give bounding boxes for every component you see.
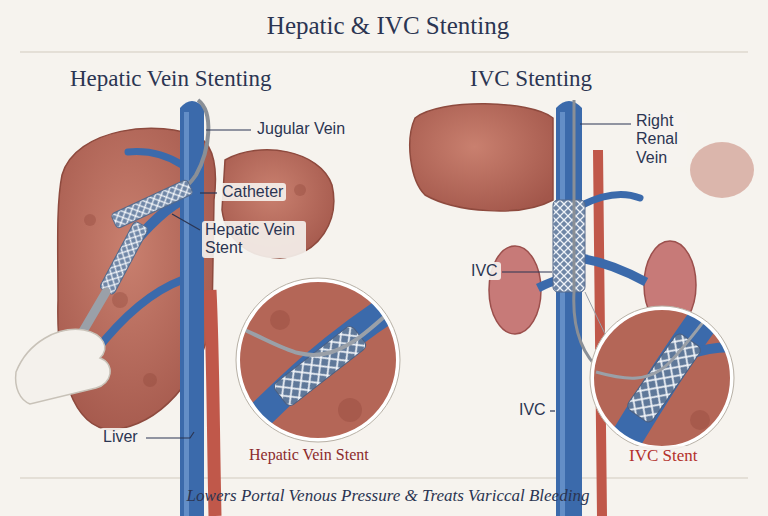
panel-heading: IVC Stenting	[470, 66, 592, 92]
organ	[690, 142, 754, 198]
stent	[99, 221, 149, 296]
title-rule	[20, 52, 748, 53]
leader-line	[580, 123, 631, 124]
liver	[410, 104, 553, 211]
inset-catheter	[596, 300, 720, 378]
ivc-vessel	[556, 101, 582, 516]
part-label-slot: Right Renal Vein	[633, 112, 687, 167]
hepatic-inset	[235, 278, 405, 442]
part-label: IVC	[516, 401, 549, 419]
zoom-line	[585, 292, 606, 336]
leader-lines	[146, 124, 631, 438]
aorta	[210, 290, 215, 516]
texture-dot	[338, 398, 362, 422]
inset-border	[592, 308, 732, 448]
hepatic-vein	[128, 152, 182, 165]
inset-label-slot: Hepatic Vein Stent	[246, 446, 372, 464]
part-label-slot: Catheter	[219, 183, 286, 201]
texture-dot	[84, 214, 96, 226]
stent-mesh	[99, 221, 149, 296]
diagram-title: Hepatic & IVC Stenting	[4, 12, 768, 41]
diagram-title-slot: Hepatic & IVC Stenting	[4, 12, 768, 41]
vessel-highlight	[560, 112, 565, 516]
inset-border	[590, 306, 734, 450]
inset-label: IVC Stent	[626, 446, 700, 466]
inset-ground	[592, 308, 732, 448]
aorta	[598, 150, 602, 516]
part-label-slot: Jugular Vein	[254, 120, 348, 138]
vessel-highlight	[184, 112, 189, 516]
caption-rule	[20, 478, 748, 479]
texture-dot	[294, 184, 306, 196]
stent-mesh	[111, 179, 194, 229]
ivc-inset	[590, 300, 740, 452]
leader-line	[550, 410, 555, 411]
leader-line	[206, 129, 251, 130]
kidney	[489, 246, 541, 334]
inset-border	[236, 278, 400, 442]
leader-line	[200, 192, 217, 193]
inset-label: Hepatic Vein Stent	[246, 446, 372, 464]
diagram-caption: Lowers Portal Venous Pressure & Treats V…	[4, 486, 768, 506]
panel-heading: Hepatic Vein Stenting	[70, 66, 271, 92]
stent-mesh	[272, 324, 368, 408]
inset-border	[238, 280, 398, 440]
renal-vein	[580, 258, 646, 282]
texture-dot	[143, 373, 157, 387]
part-label-slot: Liver	[100, 428, 141, 446]
part-label: IVC	[468, 262, 501, 280]
part-label: Jugular Vein	[254, 120, 348, 138]
vein-branch	[582, 194, 640, 205]
panel-heading-slot: IVC Stenting	[470, 66, 592, 92]
leader-line	[502, 271, 552, 272]
part-label: Liver	[100, 428, 141, 446]
part-label-slot: IVC	[516, 401, 549, 419]
inset-stent	[272, 324, 368, 408]
gloved-hand	[16, 329, 111, 404]
leader-line	[172, 214, 200, 230]
leader-line	[146, 432, 194, 438]
part-label: Catheter	[219, 183, 286, 201]
diagram-caption-slot: Lowers Portal Venous Pressure & Treats V…	[4, 486, 768, 506]
texture-dot	[112, 292, 128, 308]
part-label: Hepatic Vein Stent	[202, 221, 306, 258]
ivc-panel-art	[410, 100, 754, 516]
part-label-slot: IVC	[468, 262, 501, 280]
stent	[553, 200, 585, 292]
stent	[111, 179, 194, 229]
inset-label-slot: IVC Stent	[626, 446, 700, 466]
texture-dot	[690, 410, 710, 430]
texture-dot	[270, 310, 290, 330]
catheter	[574, 100, 602, 372]
inset-ground	[238, 280, 398, 440]
part-label-slot: Hepatic Vein Stent	[202, 221, 306, 258]
part-label: Right Renal Vein	[633, 112, 687, 167]
panel-heading-slot: Hepatic Vein Stenting	[70, 66, 271, 92]
